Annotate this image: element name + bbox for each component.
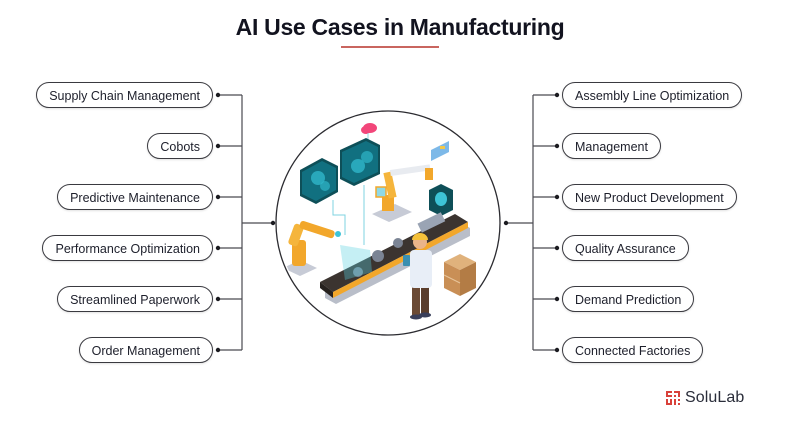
gear-panel-icon xyxy=(340,138,380,186)
cloud-icon xyxy=(361,123,377,142)
brand-logo: SoluLab xyxy=(666,389,744,407)
connector-dot xyxy=(554,245,560,251)
connector-dot xyxy=(215,296,221,302)
connector-dot xyxy=(215,245,221,251)
connector-dot xyxy=(554,296,560,302)
page-title: AI Use Cases in Manufacturing xyxy=(235,14,565,40)
use-case-new-product-development[interactable]: New Product Development xyxy=(562,184,737,210)
connector-dot xyxy=(554,143,560,149)
robot-arm-icon xyxy=(372,164,433,222)
connector-dot xyxy=(215,92,221,98)
robot-arm-icon xyxy=(283,220,341,276)
use-case-assembly-line-optimization[interactable]: Assembly Line Optimization xyxy=(562,82,743,108)
title-underline xyxy=(341,46,439,48)
use-case-quality-assurance[interactable]: Quality Assurance xyxy=(562,235,689,261)
use-case-supply-chain-management[interactable]: Supply Chain Management xyxy=(36,82,213,108)
use-case-predictive-maintenance[interactable]: Predictive Maintenance xyxy=(57,184,213,210)
connector-dot xyxy=(215,143,221,149)
screen-card-icon xyxy=(431,141,449,161)
conveyor-belt-icon xyxy=(320,212,470,304)
worker-with-tablet-icon xyxy=(403,233,432,320)
connector-dot xyxy=(554,194,560,200)
use-case-demand-prediction[interactable]: Demand Prediction xyxy=(562,286,695,312)
connector-dot xyxy=(215,194,221,200)
use-case-order-management[interactable]: Order Management xyxy=(78,337,213,363)
use-case-cobots[interactable]: Cobots xyxy=(147,133,213,159)
gear-panel-icon xyxy=(300,158,338,204)
use-case-streamlined-paperwork[interactable]: Streamlined Paperwork xyxy=(57,286,213,312)
use-case-management[interactable]: Management xyxy=(562,133,661,159)
connector-dot xyxy=(270,220,276,226)
use-case-connected-factories[interactable]: Connected Factories xyxy=(562,337,704,363)
brand-name: SoluLab xyxy=(685,389,745,406)
connector-dot xyxy=(503,220,509,226)
connector-dot xyxy=(215,347,221,353)
connector-dot xyxy=(554,347,560,353)
cardboard-boxes-icon xyxy=(443,254,476,296)
scanner-device-icon xyxy=(429,184,453,216)
solulab-logo-icon xyxy=(666,391,680,405)
connector-dot xyxy=(554,92,560,98)
use-case-performance-optimization[interactable]: Performance Optimization xyxy=(42,235,213,261)
